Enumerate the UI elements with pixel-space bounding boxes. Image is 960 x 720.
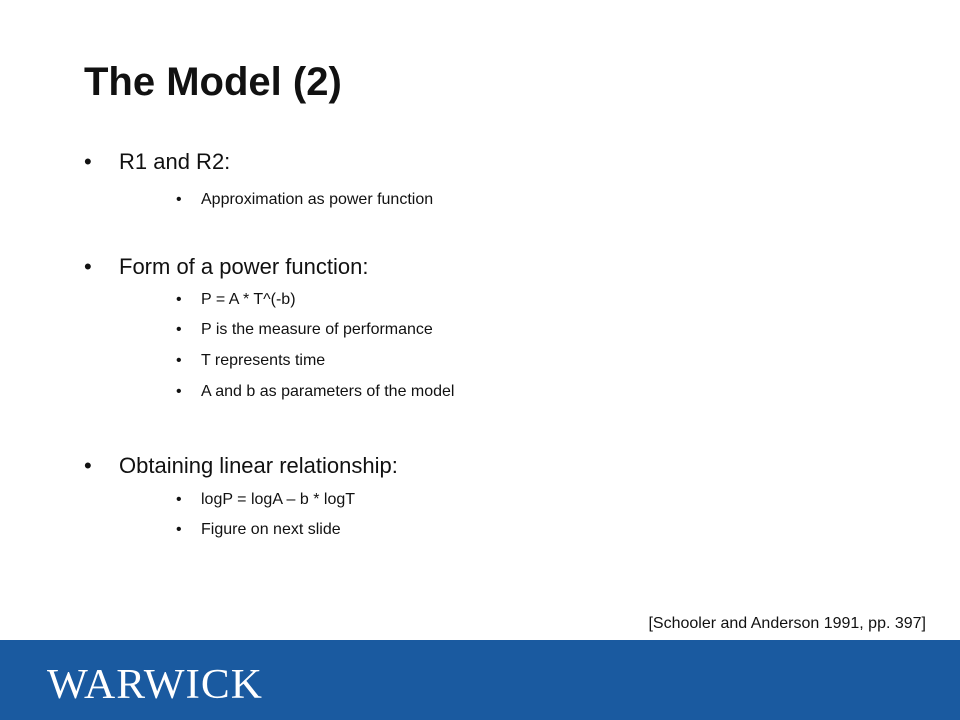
sub-bullet-dot: • (176, 352, 182, 369)
sub-bullet-dot: • (176, 291, 182, 308)
bullet-dot: • (84, 254, 92, 279)
warwick-logo: WARWICK (47, 662, 263, 704)
sub-bullet-dot: • (176, 383, 182, 400)
sub-bullet-text: P is the measure of performance (201, 321, 433, 338)
bullet-text: Form of a power function: (119, 254, 369, 279)
sub-bullet-text: Figure on next slide (201, 521, 341, 538)
bullet-dot: • (84, 453, 92, 478)
sub-bullet-dot: • (176, 321, 182, 338)
sub-bullet-text: Approximation as power function (201, 191, 434, 208)
sub-bullet-text: logP = logA – b * logT (201, 491, 356, 508)
citation: [Schooler and Anderson 1991, pp. 397] (648, 615, 926, 632)
sub-bullet-text: T represents time (201, 352, 326, 369)
bullet-text: Obtaining linear relationship: (119, 453, 398, 478)
sub-bullet-dot: • (176, 491, 182, 508)
sub-bullet-dot: • (176, 191, 182, 208)
slide-title: The Model (2) (84, 60, 342, 104)
sub-bullet-text: P = A * T^(-b) (201, 291, 296, 308)
sub-bullet-dot: • (176, 521, 182, 538)
bullet-dot: • (84, 149, 92, 174)
warwick-logo-text: WARWICK (47, 662, 263, 704)
footer-bar: WARWICK (0, 640, 960, 720)
sub-bullet-text: A and b as parameters of the model (201, 383, 455, 400)
bullet-text: R1 and R2: (119, 149, 231, 174)
